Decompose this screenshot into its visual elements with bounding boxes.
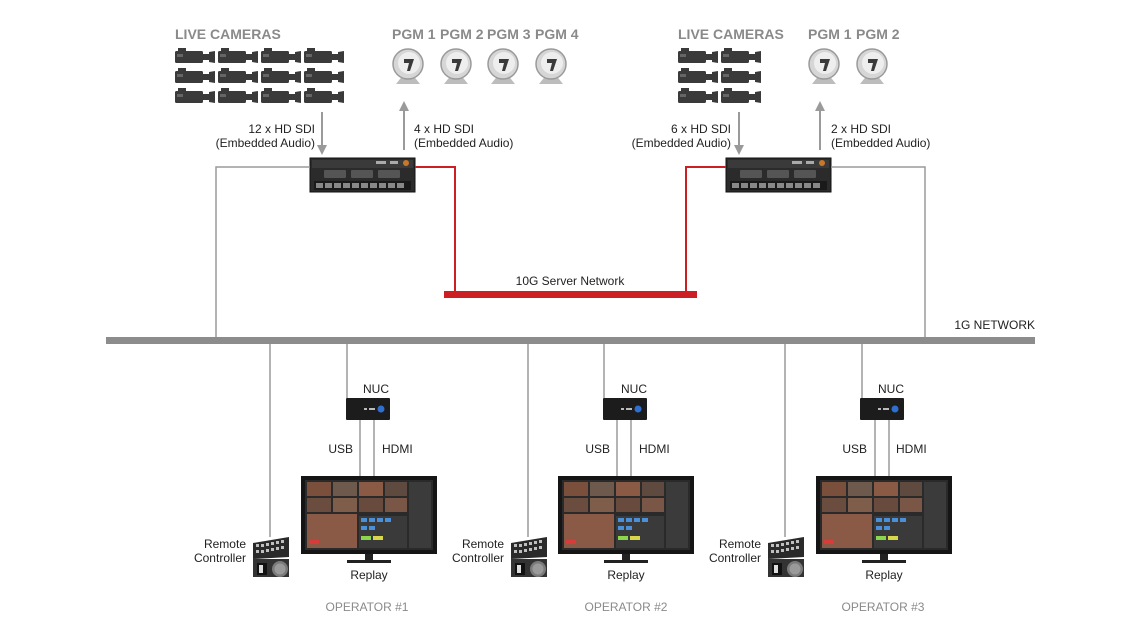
lan-label: 1G NETWORK bbox=[954, 318, 1035, 332]
camera-icon bbox=[678, 88, 718, 103]
satellite-dish-icon bbox=[487, 48, 519, 85]
monitor-label: Replay bbox=[865, 568, 902, 582]
replay-monitor bbox=[558, 476, 694, 563]
operator-name: OPERATOR #2 bbox=[585, 600, 668, 614]
left-input-label-2: (Embedded Audio) bbox=[216, 136, 315, 150]
camera-icon bbox=[175, 68, 215, 83]
right-server-10g-link bbox=[685, 166, 726, 292]
camera-icon bbox=[218, 88, 258, 103]
server-network-label: 10G Server Network bbox=[516, 274, 626, 288]
satellite-dish-icon bbox=[535, 48, 567, 85]
hdmi-label: HDMI bbox=[896, 442, 927, 456]
camera-icon bbox=[721, 68, 761, 83]
controller-label-1: Remote bbox=[462, 537, 504, 551]
replay-monitor bbox=[816, 476, 952, 563]
right-output-label-1: 2 x HD SDI bbox=[831, 122, 891, 136]
right-cameras-label: LIVE CAMERAS bbox=[678, 26, 784, 42]
nuc-label: NUC bbox=[621, 382, 647, 396]
satellite-dish-icon bbox=[856, 48, 888, 85]
pgm-label: PGM 1 bbox=[808, 26, 852, 42]
controller-label-2: Controller bbox=[709, 551, 761, 565]
monitor-label: Replay bbox=[350, 568, 387, 582]
pgm-label: PGM 2 bbox=[856, 26, 900, 42]
operator-name: OPERATOR #1 bbox=[326, 600, 409, 614]
camera-icon bbox=[721, 88, 761, 103]
camera-icon bbox=[218, 48, 258, 63]
operator-station-1: NUC USB HDMI Replay Remote Controller OP… bbox=[194, 344, 437, 614]
pgm-label: PGM 3 bbox=[487, 26, 531, 42]
remote-controller-icon bbox=[768, 537, 804, 577]
camera-icon bbox=[261, 48, 301, 63]
left-output-label-2: (Embedded Audio) bbox=[414, 136, 513, 150]
lan-bus bbox=[106, 337, 1035, 344]
operator-station-3: NUC USB HDMI Replay Remote Controller OP… bbox=[709, 344, 952, 614]
nuc-label: NUC bbox=[878, 382, 904, 396]
nuc-label: NUC bbox=[363, 382, 389, 396]
satellite-dish-icon bbox=[392, 48, 424, 85]
right-input-label-1: 6 x HD SDI bbox=[671, 122, 731, 136]
nuc-icon bbox=[860, 398, 904, 420]
controller-label-2: Controller bbox=[452, 551, 504, 565]
hdmi-label: HDMI bbox=[639, 442, 670, 456]
camera-icon bbox=[175, 48, 215, 63]
left-replay-server bbox=[309, 157, 416, 193]
pgm-label: PGM 2 bbox=[440, 26, 484, 42]
camera-icon bbox=[721, 48, 761, 63]
nuc-icon bbox=[346, 398, 390, 420]
controller-label-2: Controller bbox=[194, 551, 246, 565]
left-server-1g-link bbox=[215, 166, 310, 338]
left-camera-array bbox=[175, 48, 344, 103]
nuc-icon bbox=[603, 398, 647, 420]
operator-station-2: NUC USB HDMI Replay Remote Controller OP… bbox=[452, 344, 694, 614]
camera-icon bbox=[304, 88, 344, 103]
replay-monitor bbox=[301, 476, 437, 563]
satellite-dish-icon bbox=[808, 48, 840, 85]
monitor-label: Replay bbox=[607, 568, 644, 582]
left-server-10g-link bbox=[415, 166, 456, 292]
operator-name: OPERATOR #3 bbox=[842, 600, 925, 614]
controller-label-1: Remote bbox=[719, 537, 761, 551]
camera-icon bbox=[261, 68, 301, 83]
right-output-label-2: (Embedded Audio) bbox=[831, 136, 930, 150]
camera-icon bbox=[678, 68, 718, 83]
left-output-label-1: 4 x HD SDI bbox=[414, 122, 474, 136]
left-cameras-label: LIVE CAMERAS bbox=[175, 26, 281, 42]
camera-icon bbox=[678, 48, 718, 63]
server-network-bus bbox=[444, 291, 697, 298]
camera-icon bbox=[304, 68, 344, 83]
pgm-label: PGM 1 bbox=[392, 26, 436, 42]
camera-icon bbox=[261, 88, 301, 103]
right-camera-array bbox=[678, 48, 761, 103]
hdmi-label: HDMI bbox=[382, 442, 413, 456]
usb-label: USB bbox=[328, 442, 353, 456]
usb-label: USB bbox=[842, 442, 867, 456]
remote-controller-icon bbox=[253, 537, 289, 577]
camera-icon bbox=[175, 88, 215, 103]
remote-controller-icon bbox=[511, 537, 547, 577]
pgm-label: PGM 4 bbox=[535, 26, 579, 42]
left-input-label-1: 12 x HD SDI bbox=[248, 122, 315, 136]
right-input-label-2: (Embedded Audio) bbox=[632, 136, 731, 150]
controller-label-1: Remote bbox=[204, 537, 246, 551]
satellite-dish-icon bbox=[440, 48, 472, 85]
camera-icon bbox=[218, 68, 258, 83]
right-replay-server bbox=[725, 157, 832, 193]
right-server-1g-link bbox=[831, 166, 926, 338]
camera-icon bbox=[304, 48, 344, 63]
usb-label: USB bbox=[585, 442, 610, 456]
